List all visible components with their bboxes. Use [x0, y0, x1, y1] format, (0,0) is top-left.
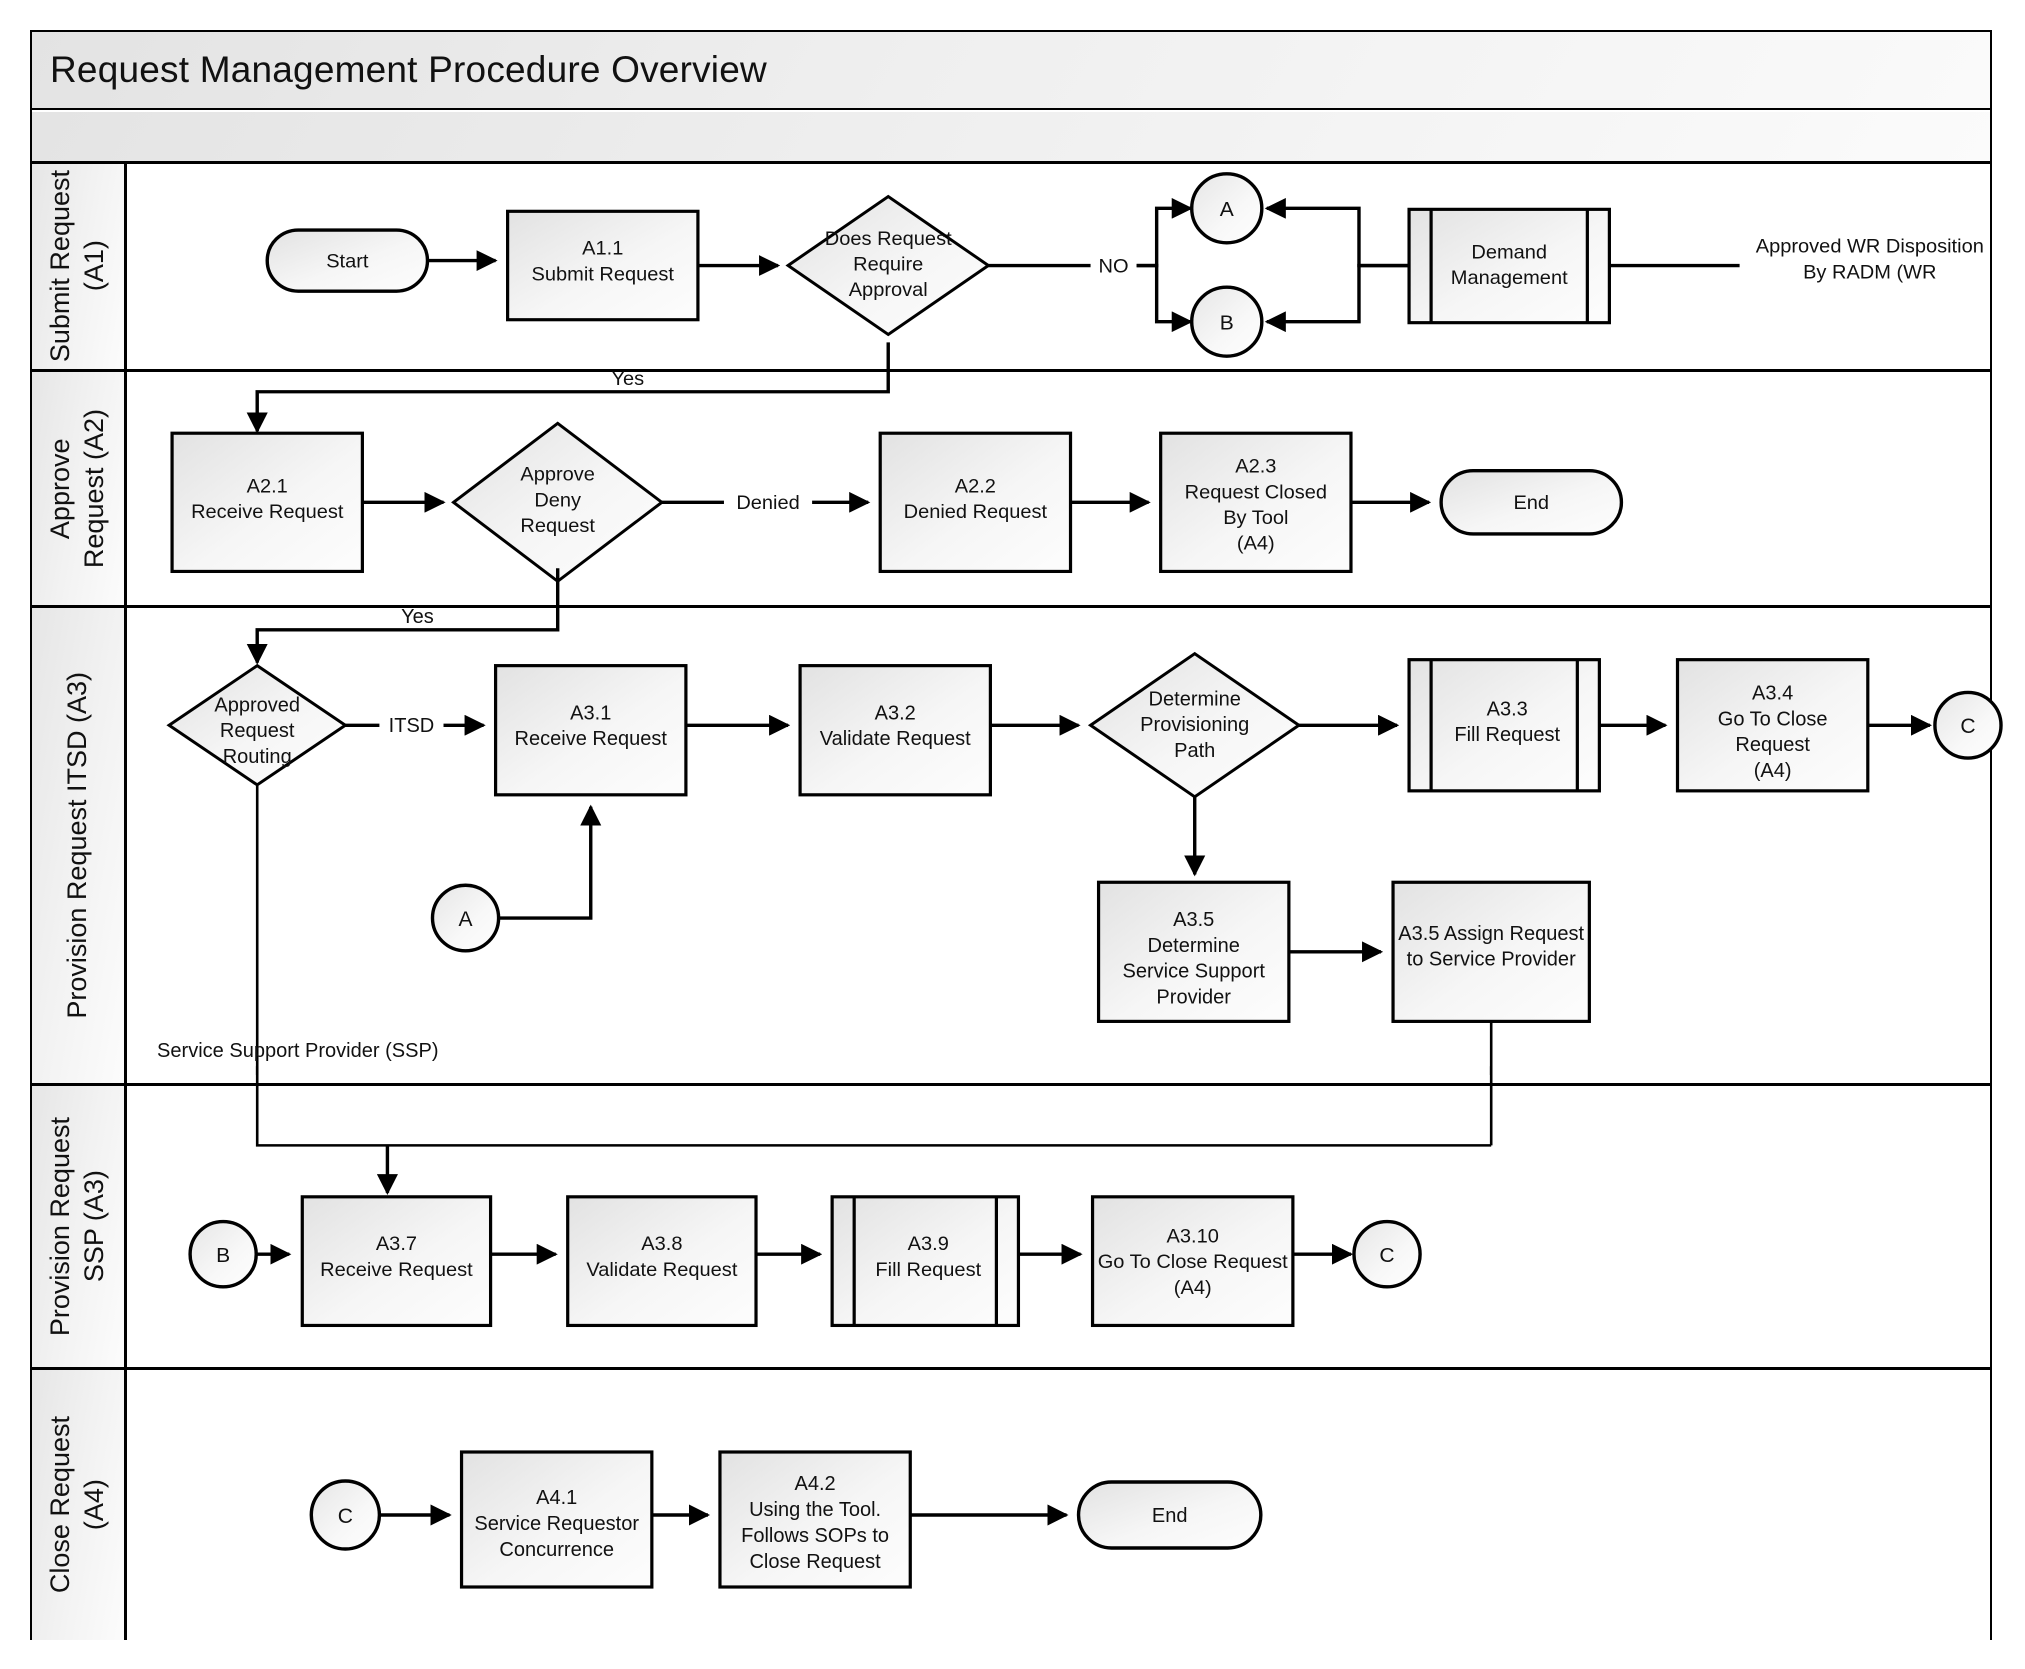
connector-c-out-a3-label: C [1960, 715, 1975, 738]
swimlane-header-provision-ssp: Provision Request SSP (A3) [32, 1086, 127, 1367]
node-a1-1-submit-request [506, 209, 700, 322]
node-a4-2-using-the-tool [718, 1450, 912, 1589]
connector-a-out [1190, 172, 1264, 245]
node-a3-7-receive-request [300, 1195, 493, 1328]
swimlane-label-close-request: Close Request (A4) [45, 1416, 109, 1594]
edge-label-yes-a3: Yes [401, 606, 434, 628]
start-label: Start [326, 251, 369, 273]
node-a3-1-receive-request [493, 664, 688, 797]
swimlane-label-provision-itsd: Provision Request ITSD (A3) [62, 672, 93, 1019]
connector-b-in-ssp-label: B [216, 1244, 230, 1267]
end-label-a4: End [1152, 1505, 1188, 1527]
node-a2-1-receive-request [170, 431, 364, 574]
page-title: Request Management Procedure Overview [50, 49, 767, 90]
node-a3-10-go-to-close-request [1090, 1195, 1295, 1328]
swimlane-provision-request-itsd: Provision Request ITSD (A3) Yes Approved… [32, 568, 2003, 1086]
node-a3-8-validate-request [566, 1195, 758, 1328]
edge-label-denied: Denied [736, 492, 799, 514]
node-a3-9-fill-request [830, 1195, 1021, 1328]
node-a3-2-validate-request [798, 664, 992, 797]
end-terminator-a2 [1439, 469, 1624, 536]
connector-b-out-label: B [1220, 312, 1234, 335]
node-a2-3-request-closed-by-tool [1159, 431, 1353, 574]
connector-c-out-ssp [1352, 1219, 1422, 1289]
swimlane-header-submit-request: Submit Request (A1) [32, 164, 127, 369]
end-label-a2: End [1513, 492, 1549, 514]
node-a3-5-assign-request [1391, 880, 1591, 1023]
node-a3-4-go-to-close-request [1675, 658, 1870, 793]
connector-a-out-label: A [1220, 198, 1234, 221]
diagram-title-band: Request Management Procedure Overview [32, 32, 1990, 110]
edge-label-no: NO [1099, 256, 1129, 278]
swimlane-label-provision-ssp: Provision Request SSP (A3) [45, 1116, 109, 1337]
swimlane-header-provision-itsd: Provision Request ITSD (A3) [32, 608, 127, 1083]
node-a3-5-determine-ssp [1096, 880, 1291, 1023]
node-a4-1-service-requestor-concurrence [459, 1450, 654, 1589]
connector-a-in-a3-label: A [459, 908, 473, 931]
node-a3-3-fill-request [1407, 658, 1601, 793]
swimlane-label-approve-request: Approve Request (A2) [45, 408, 109, 569]
node-a2-2-denied-request [878, 431, 1073, 574]
diagram-subtitle-band [32, 112, 1990, 164]
connector-b-out [1190, 285, 1264, 358]
swimlane-label-submit-request: Submit Request (A1) [45, 170, 109, 363]
edge-label-yes-a2: Yes [611, 368, 644, 390]
end-terminator-a4 [1076, 1480, 1263, 1550]
edge-label-itsd: ITSD [389, 715, 435, 737]
connector-c-in-a4-label: C [338, 1505, 353, 1528]
connector-c-out-ssp-label: C [1379, 1244, 1394, 1267]
connector-c-out-a3 [1933, 690, 2003, 760]
note-service-support-provider: Service Support Provider (SSP) [157, 1040, 438, 1062]
swimlane-header-approve-request: Approve Request (A2) [32, 372, 127, 605]
swimlane-header-close-request: Close Request (A4) [32, 1370, 127, 1640]
swimlane-submit-request: Submit Request (A1) Start [32, 164, 1990, 372]
node-demand-management [1407, 207, 1611, 325]
